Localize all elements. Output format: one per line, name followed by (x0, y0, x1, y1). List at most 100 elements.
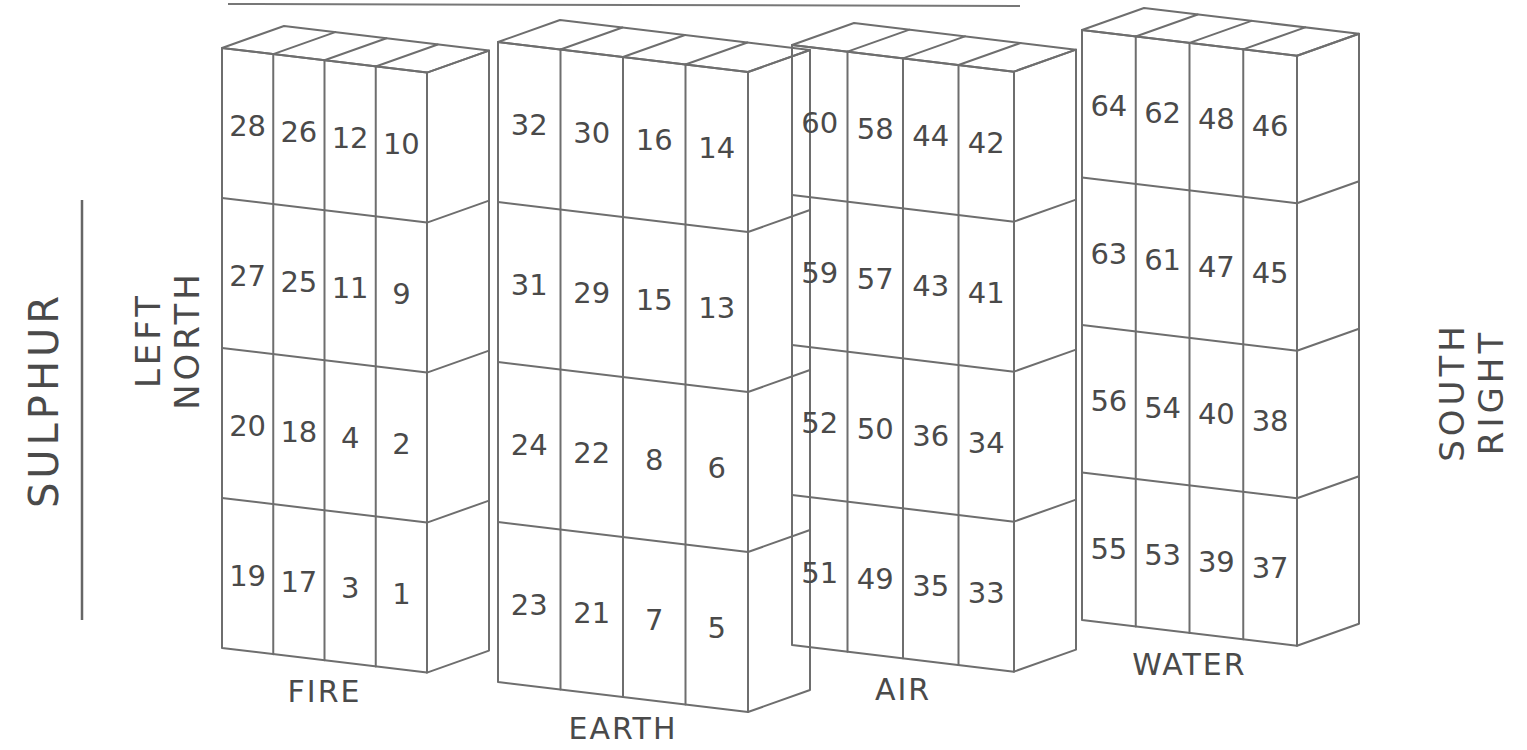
top-column-line (325, 38, 387, 60)
cell-number: 50 (857, 415, 894, 444)
cell-number: 49 (857, 565, 894, 594)
cell-number: 16 (636, 126, 673, 155)
side-row-line (427, 501, 489, 523)
cell-number: 38 (1252, 407, 1289, 436)
side-row-line (1014, 200, 1076, 222)
block-top (498, 20, 810, 72)
cell-number: 1 (392, 580, 410, 609)
cell-number: 9 (392, 280, 410, 309)
block-side (1014, 50, 1076, 672)
cell-number: 34 (968, 429, 1005, 458)
cell-number: 61 (1144, 246, 1181, 275)
cell-number: 45 (1252, 259, 1289, 288)
cell-number: 8 (645, 446, 663, 475)
cell-number: 2 (392, 430, 410, 459)
cell-number: 25 (280, 268, 317, 297)
top-column-line (273, 32, 335, 54)
cell-number: 56 (1090, 387, 1127, 416)
top-column-line (561, 28, 623, 50)
cell-number: 17 (280, 568, 317, 597)
cell-number: 12 (332, 124, 369, 153)
cell-number: 22 (573, 439, 610, 468)
cell-number: 37 (1252, 554, 1289, 583)
cell-number: 14 (698, 134, 735, 163)
cell-number: 57 (857, 265, 894, 294)
cell-number: 39 (1198, 548, 1235, 577)
cell-number: 23 (511, 591, 548, 620)
cell-number: 33 (968, 579, 1005, 608)
side-row-line (1014, 500, 1076, 522)
side-row-line (1014, 350, 1076, 372)
block-name: AIR (875, 675, 931, 705)
cell-number: 51 (801, 559, 838, 588)
block-side (1297, 34, 1359, 646)
cell-number: 44 (912, 122, 949, 151)
cell-number: 15 (636, 286, 673, 315)
cell-number: 53 (1144, 541, 1181, 570)
cell-number: 58 (857, 115, 894, 144)
cell-number: 5 (708, 614, 726, 643)
cell-number: 35 (912, 572, 949, 601)
element-block: 3230161431291513242286232175EARTH (493, 0, 817, 750)
cell-number: 10 (383, 130, 420, 159)
cell-number: 6 (708, 454, 726, 483)
cell-number: 62 (1144, 99, 1181, 128)
top-column-line (686, 43, 748, 65)
block-front (222, 48, 427, 673)
cell-number: 54 (1144, 394, 1181, 423)
cell-number: 40 (1198, 400, 1235, 429)
cell-number: 24 (511, 431, 548, 460)
cell-number: 32 (511, 111, 548, 140)
cell-number: 4 (341, 424, 359, 453)
cell-number: 20 (229, 412, 266, 441)
top-column-line (959, 43, 1021, 65)
cell-number: 42 (968, 129, 1005, 158)
element-block: 64624846636147455654403855533937WATER (1077, 0, 1366, 750)
orientation-label: SOUTH RIGHT (1433, 322, 1511, 462)
cell-number: 64 (1090, 92, 1127, 121)
row-line (222, 198, 427, 223)
side-row-line (1297, 181, 1359, 203)
cell-number: 30 (573, 119, 610, 148)
side-row-line (1297, 329, 1359, 351)
top-rule (228, 4, 1020, 6)
cell-number: 27 (229, 262, 266, 291)
cell-number: 13 (698, 294, 735, 323)
cell-number: 19 (229, 562, 266, 591)
cell-number: 28 (229, 112, 266, 141)
top-column-line (623, 35, 685, 57)
row-line (792, 195, 1014, 222)
cell-number: 60 (801, 109, 838, 138)
cell-number: 7 (645, 606, 663, 635)
side-row-line (427, 351, 489, 373)
block-name: FIRE (288, 677, 362, 707)
cell-number: 26 (280, 118, 317, 147)
row-line (222, 498, 427, 523)
block-name: WATER (1132, 650, 1246, 680)
side-row-line (748, 530, 810, 552)
top-column-line (848, 30, 910, 52)
top-column-line (1243, 27, 1305, 49)
cell-number: 31 (511, 271, 548, 300)
cell-number: 3 (341, 574, 359, 603)
top-column-line (376, 44, 438, 66)
cell-number: 47 (1198, 253, 1235, 282)
top-column-line (1190, 21, 1252, 43)
top-column-line (1136, 14, 1198, 36)
row-line (222, 348, 427, 373)
cell-number: 18 (280, 418, 317, 447)
cell-number: 59 (801, 259, 838, 288)
side-row-line (748, 210, 810, 232)
row-line (1082, 325, 1297, 351)
block-front (792, 45, 1014, 672)
cell-number: 11 (332, 274, 369, 303)
row-line (1082, 473, 1297, 499)
cell-number: 41 (968, 279, 1005, 308)
block-side (748, 50, 810, 712)
cell-number: 43 (912, 272, 949, 301)
cell-number: 52 (801, 409, 838, 438)
cell-number: 55 (1090, 535, 1127, 564)
block-side (427, 51, 489, 673)
row-line (1082, 178, 1297, 204)
